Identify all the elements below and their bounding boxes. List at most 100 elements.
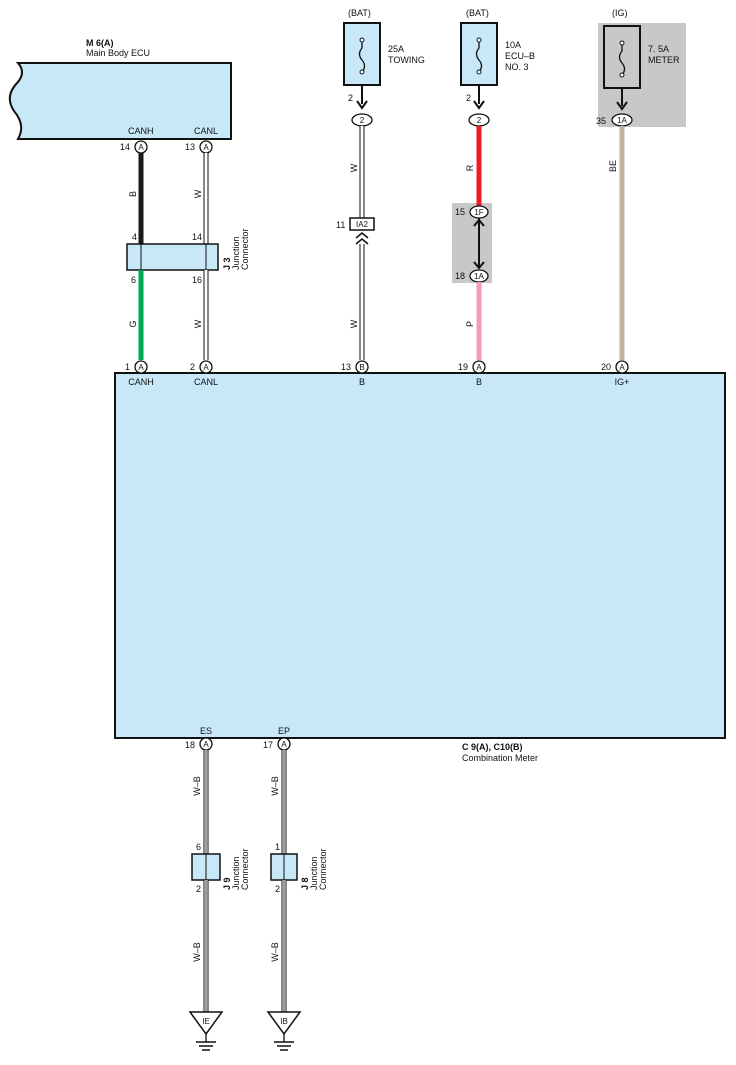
fuse-meter-name: METER xyxy=(648,55,680,65)
wire-color-canh-upper: B xyxy=(128,191,138,197)
fuse-meter-terminal-top xyxy=(619,40,625,46)
j8-name: Junction xyxy=(309,856,319,890)
wire-color-ecub-upper: R xyxy=(465,164,475,171)
ecu-conn-canh: A xyxy=(138,143,144,152)
inline-jumper-arrow-bottom xyxy=(473,261,485,270)
wire-color-ep-lower: W–B xyxy=(270,942,280,962)
fuse-towing-conn: 2 xyxy=(360,116,365,125)
fuse-meter-arrow xyxy=(616,101,628,111)
j3-pin-bottom-2: 16 xyxy=(192,275,202,285)
ground-ie-label: IE xyxy=(202,1017,210,1026)
meter-pin-number-ig: 20 xyxy=(601,362,611,372)
wire-color-ecub-lower: P xyxy=(465,321,475,327)
wire-color-towing-upper: W xyxy=(349,163,359,172)
fuse-meter-symbol xyxy=(618,43,626,76)
main-body-ecu-code: M 6(A) xyxy=(86,38,114,48)
inline-ia2-label: IA2 xyxy=(356,220,369,229)
fuse-ecub-conn: 2 xyxy=(477,116,482,125)
meter-pin-number-es: 18 xyxy=(185,740,195,750)
ia2-chevron-2 xyxy=(355,238,369,245)
meter-pin-canh xyxy=(134,360,148,374)
fuse-ecub-symbol xyxy=(475,40,483,73)
fuse-towing-terminal-top xyxy=(359,37,365,43)
wire-color-ep-upper: W–B xyxy=(270,776,280,796)
wire-color-canh-lower: G xyxy=(128,320,138,327)
j9-code: J 9 xyxy=(222,877,232,890)
meter-conn-b19: A xyxy=(476,363,482,372)
meter-pin-number-ep: 17 xyxy=(263,740,273,750)
meter-pin-ig xyxy=(615,360,629,374)
meter-pin-label-es: ES xyxy=(200,726,212,736)
meter-conn-ig: A xyxy=(619,363,625,372)
fuse-ecub-terminal-bottom xyxy=(476,69,482,75)
ground-ie-symbol xyxy=(188,1011,224,1036)
ia2-chevron-1 xyxy=(355,232,369,239)
j3-pin-top-2: 14 xyxy=(192,232,202,242)
combination-meter-name: Combination Meter xyxy=(462,753,538,763)
fuse-towing-rating: 25A xyxy=(388,44,404,54)
meter-conn-canh: A xyxy=(138,363,144,372)
j8-pin-bottom: 2 xyxy=(275,884,280,894)
fuse-ecub-name2: NO. 3 xyxy=(505,62,529,72)
combination-meter-box xyxy=(114,372,726,739)
meter-pin-b19 xyxy=(472,360,486,374)
meter-pin-label-canl: CANL xyxy=(194,377,218,387)
wire-color-canl-lower: W xyxy=(193,319,203,328)
ground-ib-symbol xyxy=(266,1011,302,1036)
j8-code: J 8 xyxy=(300,877,310,890)
meter-conn-b13: B xyxy=(359,363,364,372)
j9-name: Junction xyxy=(231,856,241,890)
j9-pin-top: 6 xyxy=(196,842,201,852)
fuse-towing-pin: 2 xyxy=(348,93,353,103)
meter-pin-number-b19: 19 xyxy=(458,362,468,372)
main-body-ecu-box xyxy=(8,62,232,140)
j3-code: J 3 xyxy=(222,257,232,270)
fuse-ecub-box xyxy=(460,22,498,86)
meter-pin-label-canh: CANH xyxy=(128,377,154,387)
fuse-towing-source: (BAT) xyxy=(348,8,371,18)
ground-ib-label: IB xyxy=(280,1017,288,1026)
fuse-ecub-name: ECU–B xyxy=(505,51,535,61)
meter-conn-canl: A xyxy=(203,363,209,372)
inline-1f-conn: 1F xyxy=(474,208,483,217)
fuse-ecub-arrow xyxy=(473,100,485,110)
wire-color-meter: BE xyxy=(608,160,618,172)
wire-color-es-upper: W–B xyxy=(192,776,202,796)
fuse-towing-terminal-bottom xyxy=(359,69,365,75)
fuse-meter-box xyxy=(603,25,641,89)
inline-1f-pin: 15 xyxy=(455,207,465,217)
ecu-pin-number-canl: 13 xyxy=(185,142,195,152)
fuse-towing-box xyxy=(343,22,381,86)
main-body-ecu-name: Main Body ECU xyxy=(86,48,150,58)
fuse-ecub-terminal-top xyxy=(476,37,482,43)
j9-name2: Connector xyxy=(240,848,250,890)
fuse-ecub-source: (BAT) xyxy=(466,8,489,18)
meter-pin-canl xyxy=(199,360,213,374)
j3-name2: Connector xyxy=(240,228,250,270)
fuse-towing-name: TOWING xyxy=(388,55,425,65)
inline-1a-pin: 18 xyxy=(455,271,465,281)
fuse-meter-rating: 7. 5A xyxy=(648,44,669,54)
meter-pin-label-ig: IG+ xyxy=(615,377,630,387)
meter-pin-b13 xyxy=(355,360,369,374)
j3-pin-top-1: 4 xyxy=(132,232,137,242)
inline-ia2-pin: 11 xyxy=(336,220,345,230)
meter-pin-label-b19: B xyxy=(476,377,482,387)
meter-pin-number-canl: 2 xyxy=(190,362,195,372)
fuse-meter-conn: 1A xyxy=(617,116,627,125)
meter-pin-number-b13: 13 xyxy=(341,362,351,372)
ecu-pin-label-canh: CANH xyxy=(128,126,154,136)
ecu-conn-canl: A xyxy=(203,143,209,152)
j8-pin-top: 1 xyxy=(275,842,280,852)
fuse-meter-pin: 35 xyxy=(596,116,606,126)
wire-color-es-lower: W–B xyxy=(192,942,202,962)
ecu-pin-number-canh: 14 xyxy=(120,142,130,152)
meter-pin-label-b13: B xyxy=(359,377,365,387)
fuse-ecub-pin: 2 xyxy=(466,93,471,103)
meter-pin-label-ep: EP xyxy=(278,726,290,736)
fuse-ecub-rating: 10A xyxy=(505,40,521,50)
fuse-towing-symbol xyxy=(358,40,366,73)
combination-meter-code: C 9(A), C10(B) xyxy=(462,742,523,752)
ecu-pin-label-canl: CANL xyxy=(194,126,218,136)
meter-pin-number-canh: 1 xyxy=(125,362,130,372)
